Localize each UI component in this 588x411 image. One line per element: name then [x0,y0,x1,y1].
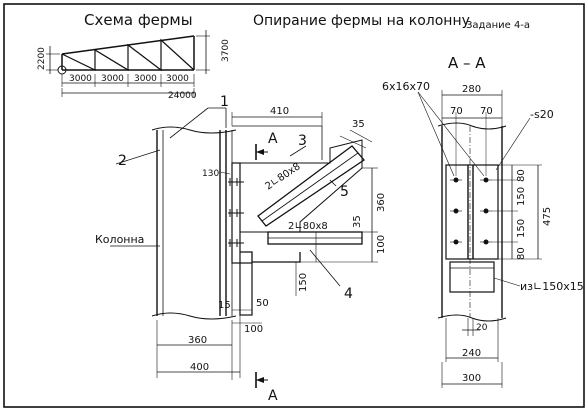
callout-1: 1 [220,94,229,110]
dim-80-bottom: 80 [516,247,527,260]
dim-35-mid: 35 [352,215,363,228]
section-mark-bottom: А [268,388,278,404]
dim-240: 240 [462,348,481,359]
support-title: Опирание фермы на колонну [253,13,470,29]
column [151,126,237,320]
truss-scheme-title: Схема фермы [84,11,193,29]
section-a-a [417,90,542,388]
callout-4: 4 [344,286,353,302]
dim-80-top: 80 [516,169,527,182]
bolt-holes [450,177,492,245]
section-mark-top: А [268,131,278,147]
dim-100-bottom: 100 [244,324,263,335]
dim-50: 50 [256,298,269,309]
dim-35-top: 35 [352,119,365,130]
task-label: Задание 4-а [466,20,530,31]
dim-panel-3: 3000 [134,74,157,84]
dim-280: 280 [462,84,481,95]
dim-410: 410 [270,106,289,117]
dim-150: 150 [298,273,309,292]
truss-node [228,125,365,316]
section-a-a-title: А – А [448,54,486,72]
callout-3: 3 [298,133,307,149]
dim-400: 400 [190,362,209,373]
support-angle-label: из∟150х15 [520,280,584,293]
dim-150-a: 150 [516,187,527,206]
bolts-label: 6х16х70 [382,80,430,93]
section-cut-markers [255,144,268,388]
dim-150-b: 150 [516,219,527,238]
elevation-dimensions [156,112,378,380]
plate-label: -s20 [530,108,554,121]
truss-scheme [46,30,210,97]
dim-24000: 24000 [168,91,197,101]
dim-100-right: 100 [376,235,387,254]
callout-2: 2 [118,153,127,169]
dim-20: 20 [476,323,488,333]
column-label: Колонна [95,233,144,246]
callout-5: 5 [340,184,349,200]
dim-3700: 3700 [221,39,231,62]
dim-300: 300 [462,373,481,384]
dim-panel-2: 3000 [101,74,124,84]
callout-leaders [110,107,341,287]
dim-70-a: 70 [450,106,463,117]
dim-panel-4: 3000 [166,74,189,84]
dim-70-b: 70 [480,106,493,117]
lower-angle-label: 2∟80х8 [288,221,328,232]
dim-360-bottom: 360 [188,335,207,346]
dim-130: 130 [202,169,219,179]
sheet-frame [3,3,585,408]
dim-360-right: 360 [376,193,387,212]
dim-475: 475 [542,207,553,226]
dim-panel-1: 3000 [69,74,92,84]
dim-2200: 2200 [37,47,47,70]
dim-15: 15 [218,300,231,311]
